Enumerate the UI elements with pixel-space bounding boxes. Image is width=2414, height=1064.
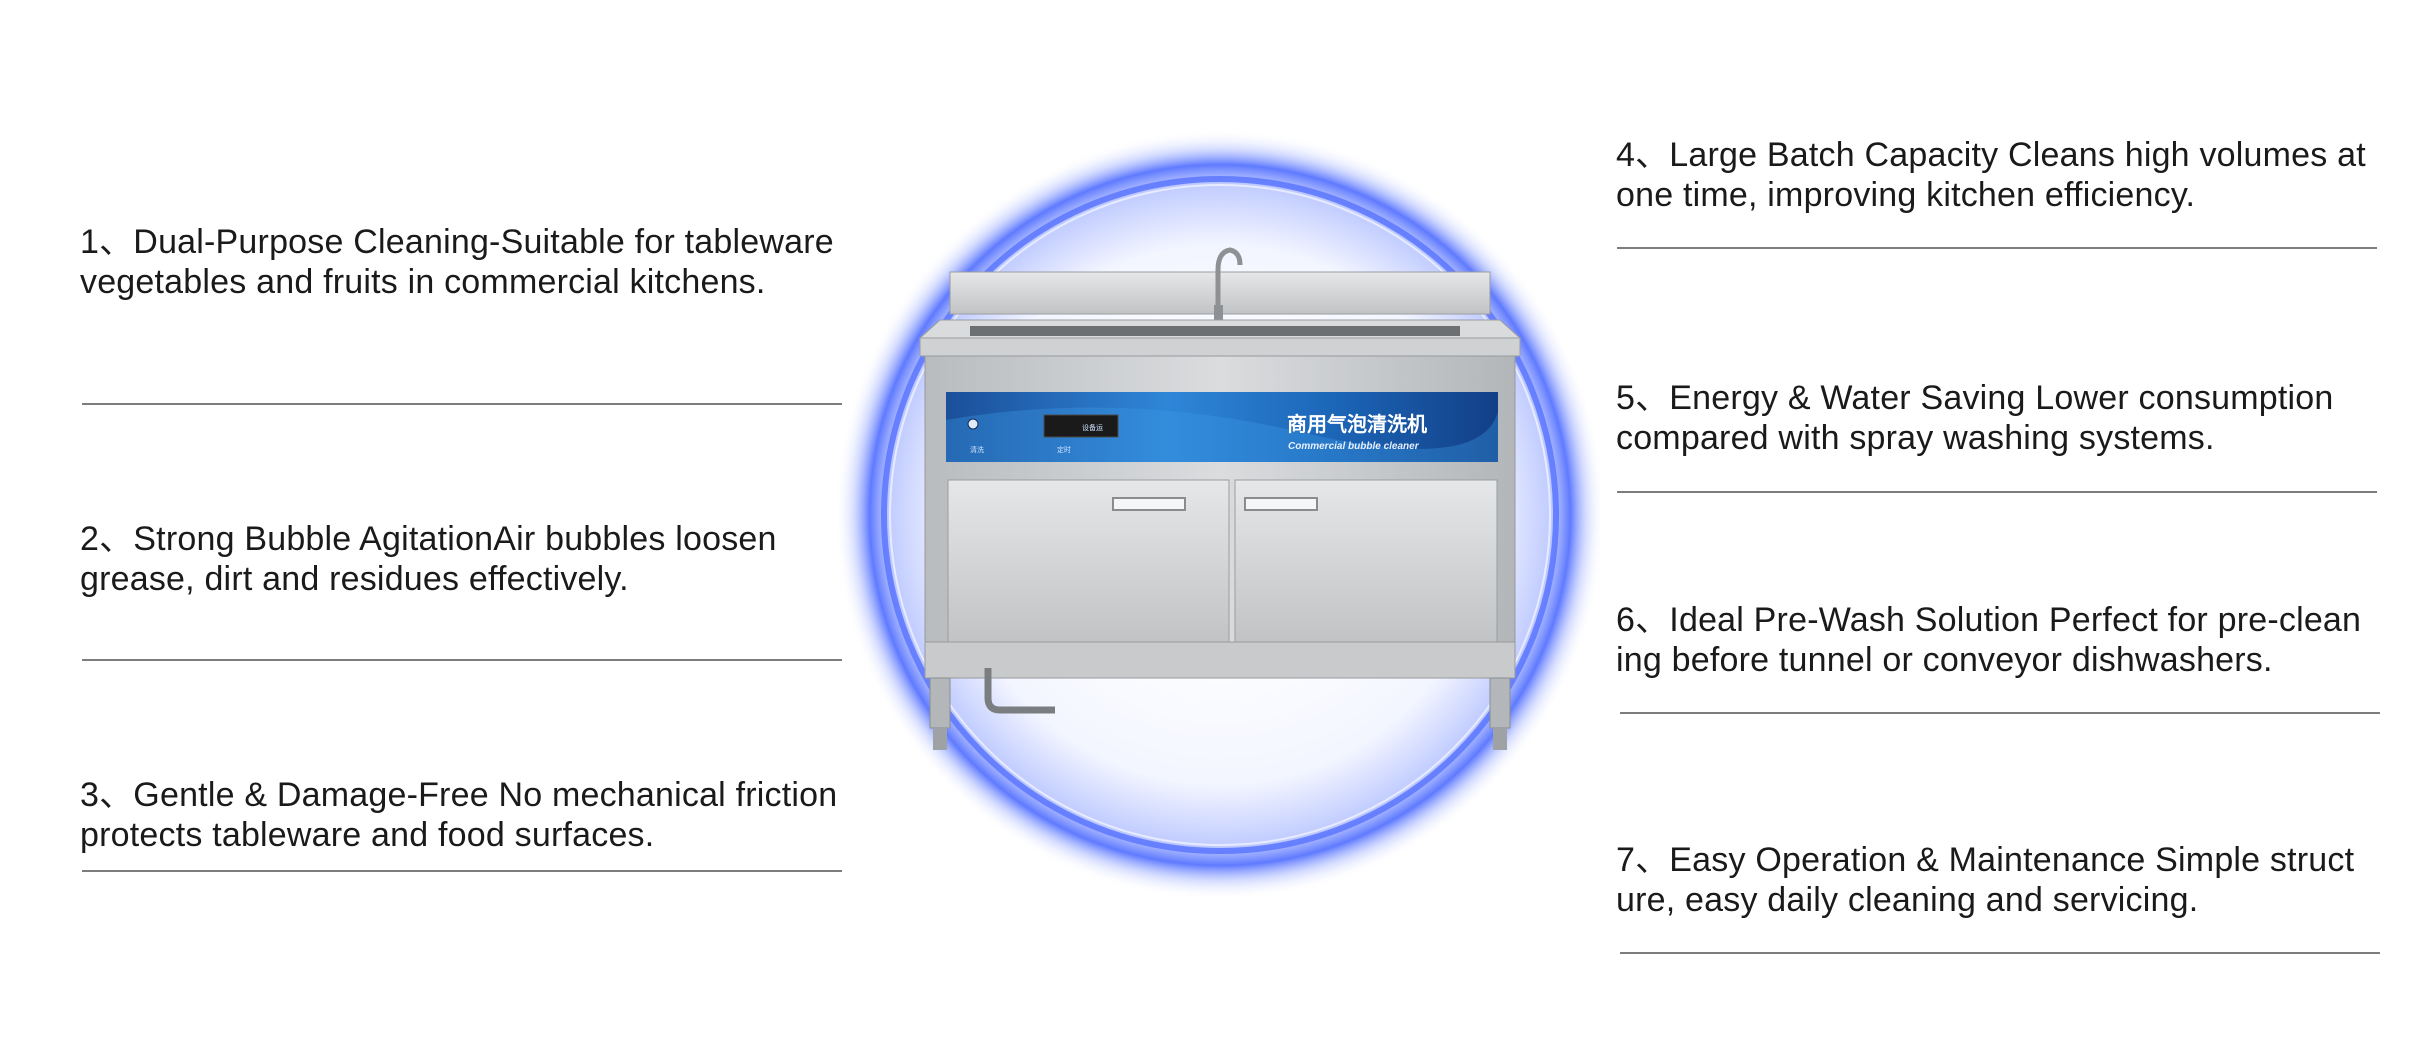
feature-3-divider: [82, 870, 842, 872]
control-label-left: 清洗: [970, 445, 984, 454]
feature-7: 7、Easy Operation & Maintenance Simple st…: [1616, 841, 2355, 919]
bubble-cleaner-machine: 清洗 定时 设备运 商用气泡清洗机 Commercial bubble clea…: [918, 247, 1522, 750]
display-label: 设备运: [1082, 423, 1103, 432]
panel-title: 商用气泡清洗机: [1287, 412, 1427, 436]
control-label-right: 定时: [1057, 445, 1071, 454]
feature-5-divider: [1617, 491, 2377, 493]
feature-6: 6、Ideal Pre-Wash Solution Perfect for pr…: [1616, 601, 2362, 679]
feature-7-divider: [1620, 952, 2380, 954]
panel-subtitle: Commercial bubble cleaner: [1288, 441, 1420, 452]
feature-1-divider: [82, 403, 842, 405]
feature-6-divider: [1620, 712, 2380, 714]
feature-3: 3、Gentle & Damage-Free No mechanical fri…: [80, 776, 838, 854]
feature-5: 5、Energy & Water Saving Lower consumptio…: [1616, 379, 2334, 457]
feature-1: 1、Dual-Purpose Cleaning-Suitable for tab…: [80, 223, 834, 301]
feature-2: 2、Strong Bubble AgitationAir bubbles loo…: [80, 520, 777, 598]
feature-2-divider: [82, 659, 842, 661]
feature-4-divider: [1617, 247, 2377, 249]
feature-4: 4、Large Batch Capacity Cleans high volum…: [1616, 136, 2366, 214]
product-image: 清洗 定时 设备运 商用气泡清洗机 Commercial bubble clea…: [820, 120, 1600, 920]
